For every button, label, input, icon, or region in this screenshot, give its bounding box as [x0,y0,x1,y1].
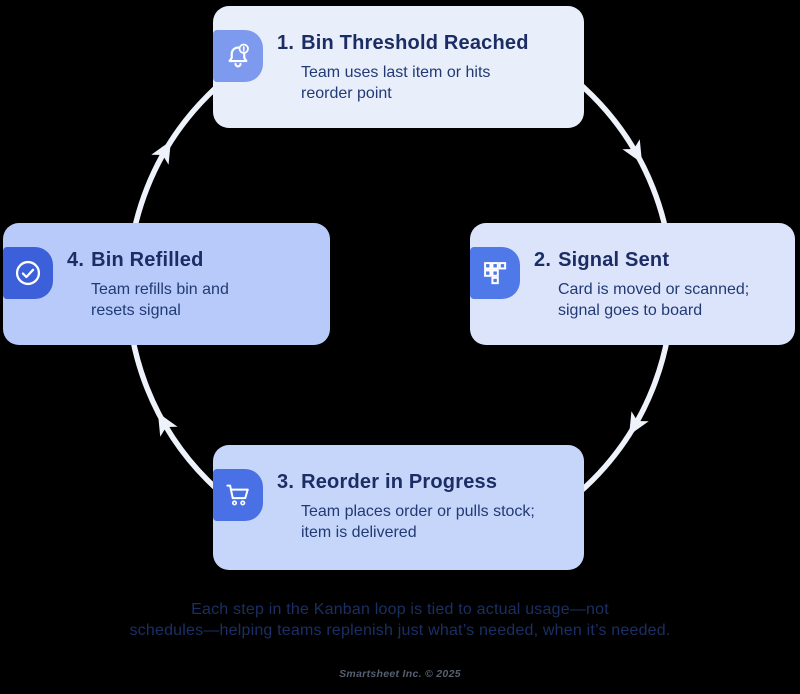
check-circle-icon [15,260,41,286]
step-1-number: 1. [277,32,295,54]
step-4-title: 4.Bin Refilled [67,249,204,271]
step-2-title: 2.Signal Sent [534,249,670,271]
footer-credit: Smartsheet Inc. © 2025 [339,668,461,680]
step-card-3: 3.Reorder in Progress Team places order … [213,445,584,570]
step-3-description: Team places order or pulls stock; item i… [301,503,535,541]
step-1-description: Team uses last item or hits reorder poin… [301,64,491,102]
bell-alert-icon [228,43,249,68]
step-1-icon-tile [213,30,263,82]
arrowhead-top-right-icon [622,139,643,164]
step-4-number: 4. [67,249,85,271]
step-2-number: 2. [534,249,552,271]
step-card-1: 1.Bin Threshold Reached Team uses last i… [213,6,584,128]
step-3-number: 3. [277,471,295,493]
caption-line-2: schedules—helping teams replenish just w… [129,622,671,639]
step-card-2: 2.Signal Sent Card is moved or scanned; … [470,223,795,345]
step-card-4: 4.Bin Refilled Team refills bin and rese… [3,223,330,345]
step-4-icon-tile [3,247,53,299]
shopping-cart-icon [226,484,249,506]
caption-line-1: Each step in the Kanban loop is tied to … [191,601,609,618]
arrowhead-bottom-right-icon [629,411,649,436]
kanban-board-icon [484,262,507,285]
step-2-description: Card is moved or scanned; signal goes to… [558,281,750,319]
caption: Each step in the Kanban loop is tied to … [0,599,800,641]
arrowhead-bottom-left-icon [157,412,178,437]
step-3-title: 3.Reorder in Progress [277,471,498,493]
step-2-icon-tile [470,247,520,299]
step-3-icon-tile [213,469,263,521]
step-1-title: 1.Bin Threshold Reached [277,32,529,54]
step-4-description: Team refills bin and resets signal [91,281,229,319]
arrowhead-top-left-icon [151,140,171,165]
